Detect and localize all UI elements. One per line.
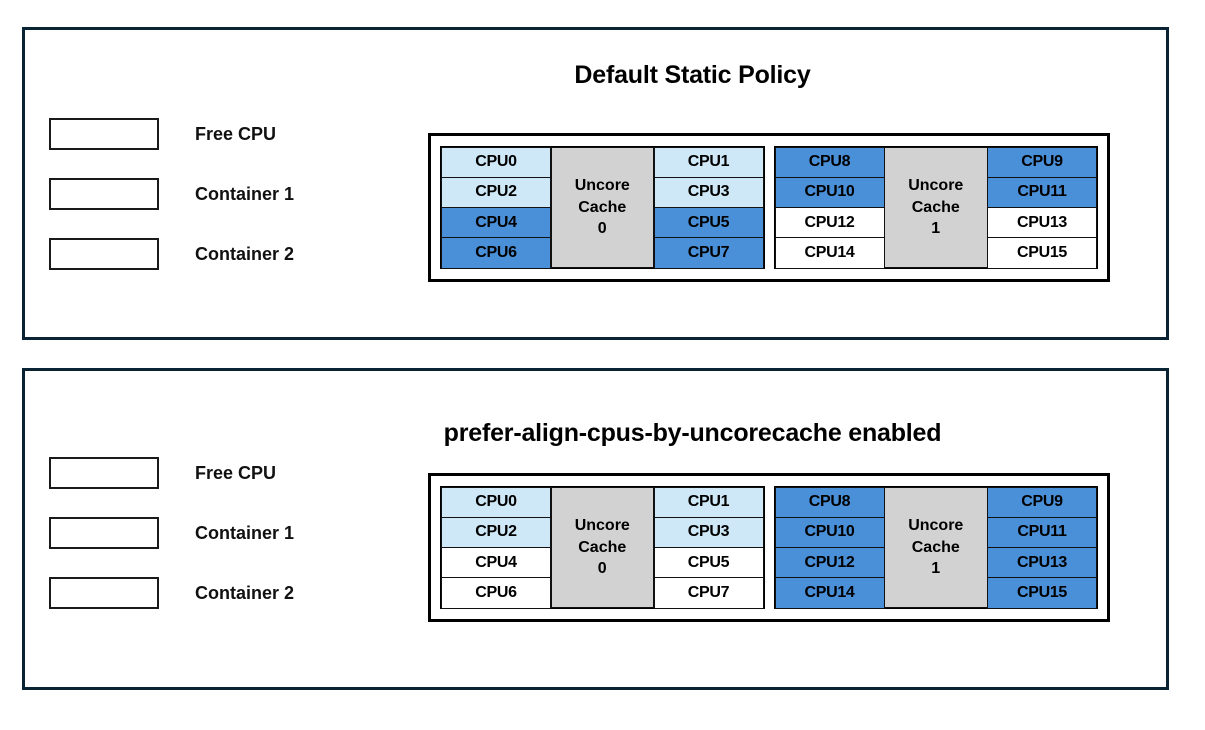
legend-swatch-free-cpu [49, 457, 159, 489]
uncore-cache-block: Uncore Cache 0 [550, 487, 654, 608]
cpu-cell: CPU6 [441, 577, 551, 609]
legend-item-free-cpu: Free CPU [49, 104, 294, 164]
legend-item-container-2: Container 2 [49, 563, 294, 623]
legend-label-free-cpu: Free CPU [195, 462, 277, 483]
cpu-cell: CPU11 [987, 516, 1097, 548]
cpu-column-left: CPU8 CPU10 CPU12 CPU14 [774, 146, 885, 269]
cpu-cell: CPU3 [653, 516, 764, 548]
legend-swatch-container-1 [49, 178, 159, 210]
legend-swatch-container-2 [49, 238, 159, 270]
cpu-cell: CPU1 [653, 486, 764, 518]
cache-group-0: CPU0 CPU2 CPU4 CPU6 Uncore Cache 0 CPU1 … [440, 486, 765, 609]
cpu-cell: CPU12 [774, 207, 885, 239]
cpu-topology-grid-bottom: CPU0 CPU2 CPU4 CPU6 Uncore Cache 0 CPU1 … [428, 473, 1110, 622]
legend-swatch-free-cpu [49, 118, 159, 150]
cpu-cell: CPU3 [653, 176, 764, 208]
cpu-cell: CPU0 [441, 146, 551, 178]
uncore-cache-block: Uncore Cache 1 [884, 147, 988, 268]
cpu-cell: CPU14 [774, 577, 885, 609]
cpu-cell: CPU10 [774, 176, 885, 208]
cpu-cell: CPU15 [987, 237, 1097, 269]
cpu-cell: CPU8 [774, 146, 885, 178]
cpu-cell: CPU15 [987, 577, 1097, 609]
cpu-cell: CPU13 [987, 207, 1097, 239]
cpu-column-right: CPU9 CPU11 CPU13 CPU15 [987, 146, 1097, 269]
cache-label-line1: Uncore [574, 177, 630, 195]
cpu-column-right: CPU1 CPU3 CPU5 CPU7 [653, 486, 764, 609]
page-title-default-static-policy: Default Static Policy [574, 61, 811, 89]
cpu-cell: CPU5 [653, 547, 764, 579]
legend-item-container-1: Container 1 [49, 503, 294, 563]
cpu-column-left: CPU8 CPU10 CPU12 CPU14 [774, 486, 885, 609]
legend-label-container-1: Container 1 [195, 522, 295, 543]
cache-index: 1 [931, 560, 941, 578]
legend-item-free-cpu: Free CPU [49, 443, 294, 503]
cache-group-0: CPU0 CPU2 CPU4 CPU6 Uncore Cache 0 CPU1 … [440, 146, 765, 269]
cpu-cell: CPU11 [987, 176, 1097, 208]
cache-label-line2: Cache [911, 538, 960, 556]
cpu-cell: CPU9 [987, 486, 1097, 518]
cache-label-line2: Cache [578, 538, 627, 556]
cpu-cell: CPU9 [987, 146, 1097, 178]
cache-label-line1: Uncore [908, 177, 964, 195]
legend-label-container-2: Container 2 [195, 243, 295, 264]
cpu-cell: CPU2 [441, 516, 551, 548]
cache-index: 1 [931, 220, 941, 238]
cache-label-line2: Cache [911, 198, 960, 216]
cache-index: 0 [597, 560, 607, 578]
legend-item-container-2: Container 2 [49, 224, 294, 284]
cpu-cell: CPU13 [987, 547, 1097, 579]
cpu-cell: CPU7 [653, 577, 764, 609]
legend-label-free-cpu: Free CPU [195, 123, 277, 144]
cpu-column-left: CPU0 CPU2 CPU4 CPU6 [441, 486, 551, 609]
cpu-column-right: CPU9 CPU11 CPU13 CPU15 [987, 486, 1097, 609]
cpu-cell: CPU4 [441, 207, 551, 239]
cache-label-line2: Cache [578, 198, 627, 216]
cpu-topology-grid-top: CPU0 CPU2 CPU4 CPU6 Uncore Cache 0 CPU1 … [428, 133, 1110, 282]
cpu-cell: CPU0 [441, 486, 551, 518]
cpu-cell: CPU7 [653, 237, 764, 269]
cpu-cell: CPU5 [653, 207, 764, 239]
cpu-cell: CPU14 [774, 237, 885, 269]
cpu-cell: CPU8 [774, 486, 885, 518]
cpu-column-left: CPU0 CPU2 CPU4 CPU6 [441, 146, 551, 269]
cpu-cell: CPU6 [441, 237, 551, 269]
cache-label-line1: Uncore [908, 517, 964, 535]
cpu-cell: CPU4 [441, 547, 551, 579]
cache-group-1: CPU8 CPU10 CPU12 CPU14 Uncore Cache 1 CP… [773, 486, 1098, 609]
cpu-cell: CPU1 [653, 146, 764, 178]
cpu-cell: CPU12 [774, 547, 885, 579]
cache-group-1: CPU8 CPU10 CPU12 CPU14 Uncore Cache 1 CP… [773, 146, 1098, 269]
legend-top: Free CPU Container 1 Container 2 [49, 104, 294, 284]
legend-swatch-container-1 [49, 517, 159, 549]
legend-bottom: Free CPU Container 1 Container 2 [49, 443, 294, 623]
cache-index: 0 [597, 220, 607, 238]
legend-swatch-container-2 [49, 577, 159, 609]
cache-label-line1: Uncore [574, 517, 630, 535]
cpu-cell: CPU2 [441, 176, 551, 208]
legend-label-container-1: Container 1 [195, 183, 295, 204]
uncore-cache-block: Uncore Cache 0 [550, 147, 654, 268]
page-title-prefer-align-cpus-by-uncorecache: prefer-align-cpus-by-uncorecache enabled [443, 419, 942, 447]
cpu-column-right: CPU1 CPU3 CPU5 CPU7 [653, 146, 764, 269]
uncore-cache-block: Uncore Cache 1 [884, 487, 988, 608]
legend-item-container-1: Container 1 [49, 164, 294, 224]
cpu-cell: CPU10 [774, 516, 885, 548]
legend-label-container-2: Container 2 [195, 582, 295, 603]
